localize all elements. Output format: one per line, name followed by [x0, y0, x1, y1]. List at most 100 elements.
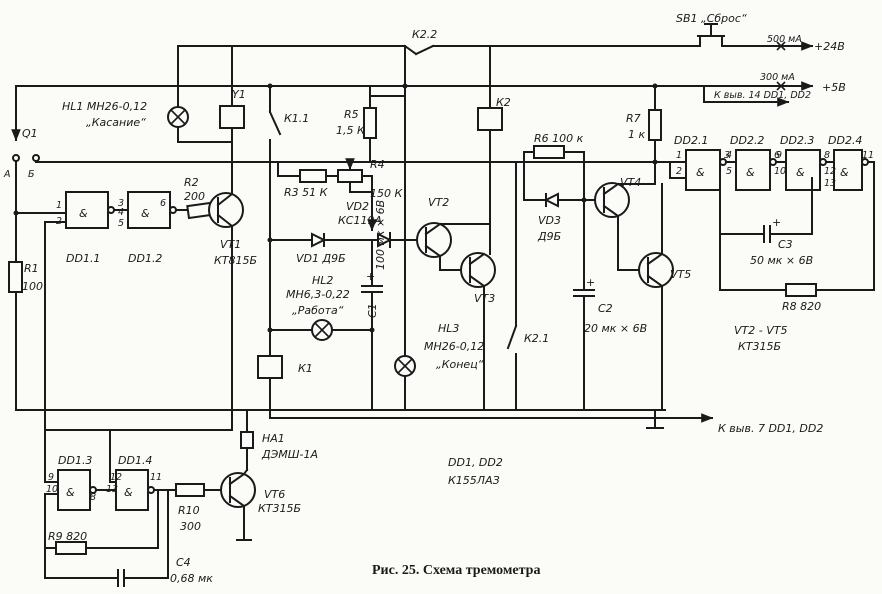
r6-label: R6 100 к [534, 132, 584, 145]
c1-label: 100 мк × 6В [374, 200, 387, 270]
gate-dd2-4: & 12 13 11 DD2.4 [824, 134, 874, 191]
c2-val: 20 мк × 6В [584, 322, 647, 335]
hl3-type: МН26-0,12 [424, 340, 484, 353]
dd24-label: DD2.4 [828, 134, 862, 147]
resistor-r3: R3 51 К [277, 169, 339, 199]
transistor-vt2: VT2 [416, 196, 452, 258]
dd13-pin9: 9 [48, 472, 54, 483]
dd12-amp: & [141, 207, 150, 220]
gate-dd1-3: & 9 10 8 DD1.3 [44, 429, 97, 511]
r1-label: R1 [24, 262, 39, 275]
vd3-label: VD3 [538, 214, 561, 227]
ground-symbol [646, 409, 664, 429]
gate-dd2-2: & 4 5 6 DD2.2 [726, 134, 780, 191]
vt2-label: VT2 [428, 196, 449, 209]
r7-label: R7 [626, 112, 641, 125]
c4-val: 0,68 мк [170, 572, 213, 585]
r4-val: 150 К [370, 187, 403, 200]
dd12-pin4: 4 [118, 207, 124, 218]
hl1-label: HL1 МН26-0,12 [62, 100, 147, 113]
dd-type-label: К155ЛАЗ [448, 474, 500, 487]
rail-5v: 300 мА +5В [15, 72, 846, 129]
diode-vd3: VD3 Д9Б [523, 161, 599, 243]
resistor-r10: R10 300 [153, 483, 223, 533]
meter-ha1: НА1 ДЭМШ-1А [240, 409, 318, 471]
transistor-vt5: VT5 [638, 252, 691, 288]
hl3-name: „Конец“ [436, 358, 484, 371]
vd2-type: КС119А [338, 214, 382, 227]
c4-label: С4 [176, 556, 191, 569]
capacitor-c3: + С3 50 мк × 6В [719, 177, 813, 267]
r10-val: 300 [180, 520, 201, 533]
hl1-name: „Касание“ [86, 116, 146, 129]
dd24-pin11: 11 [862, 150, 874, 161]
transistor-vt4: VT4 [594, 176, 641, 218]
dd12-label: DD1.2 [128, 252, 162, 265]
dd22-pin5: 5 [726, 166, 732, 177]
dd14-pin12: 12 [110, 472, 122, 483]
dd14-amp: & [124, 486, 133, 499]
dd24-amp: & [840, 166, 849, 179]
dd13-pin10: 10 [46, 484, 58, 495]
sb1-reset-button: SB1 „Сброс“ [676, 12, 747, 47]
dd23-pin8: 8 [824, 150, 830, 161]
diode-vd1: VD1 Д9Б [269, 232, 379, 265]
vt25-type: КТ315Б [738, 340, 781, 353]
k1-label: К1 [298, 362, 313, 375]
resistor-r8: R8 820 [719, 233, 831, 313]
sb1-label: SB1 „Сброс“ [676, 12, 747, 25]
gate-dd2-3: & 9 10 8 DD2.3 [774, 134, 830, 191]
contact-k2-2: К2.2 [403, 28, 437, 87]
dd23-pin9: 9 [776, 150, 782, 161]
transistor-vt6: VT6 КТ315Б [220, 468, 301, 541]
dd21-amp: & [696, 166, 705, 179]
resistor-r7: R7 1 к [626, 85, 662, 185]
v5-label: +5В [822, 81, 846, 94]
ha1-label: НА1 [262, 432, 285, 445]
dd22-label: DD2.2 [730, 134, 764, 147]
q1-a-label: А [3, 169, 11, 180]
r5-val: 1,5 К [336, 124, 366, 137]
dd13-amp: & [66, 486, 75, 499]
dd22-pin6: 6 [774, 150, 780, 161]
r9-label: R9 820 [48, 530, 87, 543]
c3-val: 50 мк × 6В [750, 254, 813, 267]
transistor-vt3: VT3 [460, 252, 496, 305]
fuse-500 [776, 41, 786, 51]
gate-dd1-2: & 4 5 6 DD1.2 [118, 191, 177, 265]
dd14-pin13: 13 [106, 484, 118, 495]
vt6-type: КТ315Б [258, 502, 301, 515]
dd12-pin6: 6 [160, 198, 166, 209]
dd24-pin12: 12 [824, 166, 836, 177]
hl2-name: „Работа“ [292, 304, 344, 317]
pin14-branch: К выв. 14 DD1, DD2 [703, 85, 811, 107]
r8-label: R8 820 [782, 300, 821, 313]
k21-label: К2.1 [524, 332, 549, 345]
gate-dd2-1: & 1 2 3 DD2.1 [654, 134, 730, 191]
lamp-hl2: HL2 МН6,3-0,22 „Работа“ [269, 274, 373, 341]
vt1-type: КТ815Б [214, 254, 257, 267]
dd14-pin11: 11 [150, 472, 162, 483]
rail-24v: 500 мА +24В [177, 34, 845, 96]
hl3-label: HL3 [438, 322, 459, 335]
dd24-pin13: 13 [824, 178, 836, 189]
hl2-type: МН6,3-0,22 [286, 288, 350, 301]
dd21-label: DD2.1 [674, 134, 708, 147]
c1-name: С1 [366, 303, 379, 318]
dd23-label: DD2.3 [780, 134, 814, 147]
dd14-label: DD1.4 [118, 454, 152, 467]
q1-label: Q1 [22, 127, 38, 140]
vt1-label: VT1 [220, 238, 241, 251]
vd1-label: VD1 Д9Б [296, 252, 346, 265]
hl2-label: HL2 [312, 274, 333, 287]
lamp-hl3: HL3 МН26-0,12 „Конец“ [394, 261, 484, 411]
contact-k2-1: К2.1 [506, 161, 549, 411]
dd22-amp: & [746, 166, 755, 179]
dd23-amp: & [796, 166, 805, 179]
dd21-pin2: 2 [676, 166, 682, 177]
vt4-label: VT4 [620, 176, 641, 189]
k2-label: К2 [496, 96, 511, 109]
dd-all-label: DD1, DD2 [448, 456, 503, 469]
resistor-r1: R1 100 [8, 261, 43, 293]
